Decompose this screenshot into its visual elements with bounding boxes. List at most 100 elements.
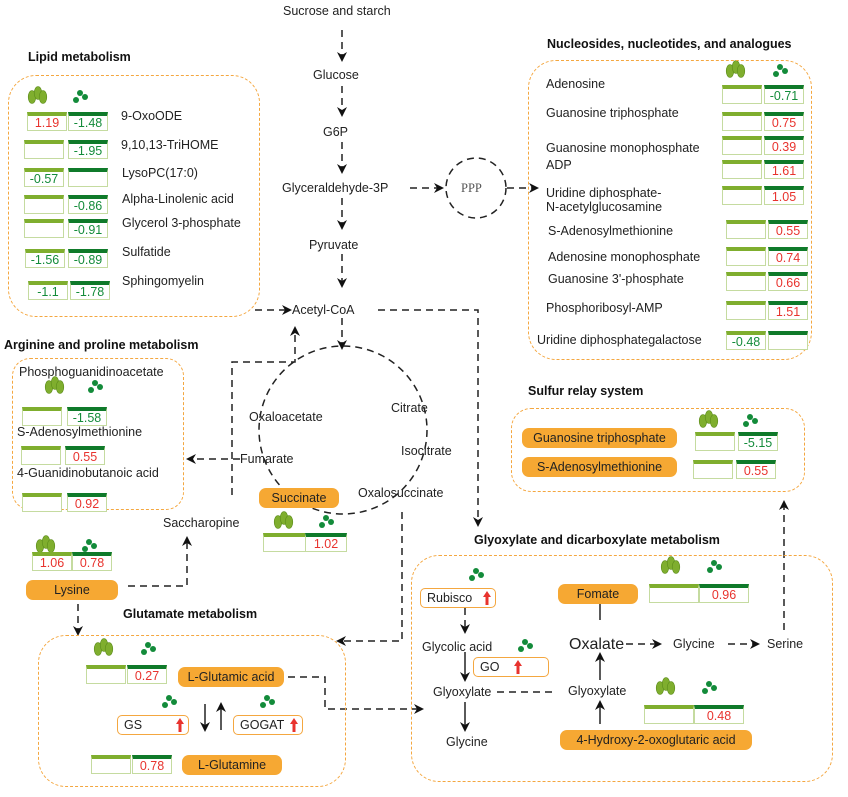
glutamate-title: Glutamate metabolism [123,607,258,621]
insect-icon [660,556,681,574]
sulfur-box [511,408,805,492]
nucleosides-box [528,60,812,360]
green-dots-icon [702,681,717,694]
node-l-glutamine: L-Glutamine [182,755,282,775]
nucleoside-value-col2: 0.66 [768,272,808,291]
nucleoside-value-col2: 0.75 [764,112,804,131]
nucleoside-metabolite: Guanosine triphosphate [546,106,679,120]
lipid-value-col1: -0.57 [24,168,64,187]
lipid-value-col1: -1.56 [25,249,65,268]
arrow-glutamate-glyoxylate [288,676,424,714]
nucleoside-metabolite: Guanosine monophosphate [546,141,700,155]
arginine-metabolite: S-Adenosylmethionine [17,425,143,439]
lipid-value-col2 [68,168,108,187]
nucleoside-metabolite: Adenosine monophosphate [548,250,701,264]
node-glucose: Glucose [313,68,359,82]
arrow-tca-glutamate [336,512,403,646]
fomate-col1 [649,584,699,603]
node-glyceraldehyde-3p: Glyceraldehyde-3P [282,181,389,195]
node-oxaloacetate: Oxaloacetate [249,410,323,424]
node-lysine: Lysine [26,580,118,600]
nucleoside-metabolite: ADP [546,158,572,172]
glutamine-col1 [91,755,131,774]
node-fumarate: Fumarate [240,452,294,466]
nucleoside-metabolite: S-Adenosylmethionine [548,224,674,238]
insect-icon [655,677,676,695]
lipid-value-col2: -0.86 [68,195,108,214]
lipid-value-col2: -1.48 [68,112,108,131]
nucleoside-value-col2: 0.39 [764,136,804,155]
green-dots-icon [518,639,533,652]
nucleoside-value-col2: 0.74 [768,247,808,266]
enzyme-rubisco: Rubisco [420,588,496,608]
nucleoside-value-col2: 1.51 [768,301,808,320]
insect-icon [725,60,746,78]
fomate-col2: 0.96 [699,584,749,603]
insect-icon [273,511,294,529]
nucleoside-value-col1 [726,220,766,239]
arginine-value-col2: 0.92 [67,493,107,512]
nucleoside-value-col2: 0.55 [768,220,808,239]
lipid-value-col2: -1.95 [68,140,108,159]
node-isocitrate: Isocitrate [401,444,452,458]
arginine-value-col1 [22,407,62,426]
green-dots-icon [73,90,88,103]
sulfur-sam-col2: 0.55 [736,460,776,479]
enzyme-gs: GS [117,715,189,735]
nucleoside-metabolite: Guanosine 3'-phosphate [548,272,684,286]
hydroxy-col2: 0.48 [694,705,744,724]
nucleoside-value-col1 [722,112,762,131]
lipid-value-col1 [24,195,64,214]
node-glyoxylate-2: Glyoxylate [568,684,627,698]
node-serine: Serine [767,637,804,651]
sulfur-gtp-col2: -5.15 [738,432,778,451]
node-fomate: Fomate [558,584,638,604]
node-oxalosuccinate: Oxalosuccinate [358,486,444,500]
nucleoside-metabolite: Uridine diphosphategalactose [537,333,702,347]
lipid-title: Lipid metabolism [28,50,131,64]
arginine-value-col2: -1.58 [67,407,107,426]
node-g6p: G6P [323,125,349,139]
node-sucrose-starch: Sucrose and starch [283,4,391,18]
sulfur-title: Sulfur relay system [528,384,644,398]
nucleoside-value-col1 [722,85,762,104]
up-arrow-icon [483,591,491,605]
sulfur-node-gtp: Guanosine triphosphate [522,428,677,448]
nucleosides-title: Nucleosides, nucleotides, and analogues [547,37,792,51]
arginine-metabolite: 4-Guanidinobutanoic acid [17,466,159,480]
sulfur-gtp-col1 [695,432,735,451]
lipid-value-col2: -0.89 [68,249,108,268]
nucleoside-value-col1 [722,186,762,205]
lipid-box [8,75,260,317]
node-4-hydroxy-2-oxoglutaric-acid: 4-Hydroxy-2-oxoglutaric acid [560,730,752,750]
glyoxylate-box [411,555,833,782]
green-dots-icon [141,642,156,655]
arrow-lysine-saccharopine [128,536,192,587]
node-ppp: PPP [461,181,482,195]
enzyme-gogat-label: GOGAT [240,718,285,732]
node-citrate: Citrate [391,401,428,415]
nucleoside-value-col1 [722,160,762,179]
lipid-value-col1: 1.19 [27,112,67,131]
nucleoside-value-col2: -0.71 [764,85,804,104]
node-glycine-2: Glycine [673,637,715,651]
up-arrow-icon [514,660,522,674]
node-acetyl-coa: Acetyl-CoA [292,303,355,317]
glyoxylate-title: Glyoxylate and dicarboxylate metabolism [474,533,720,547]
insect-icon [93,638,114,656]
nucleoside-value-col2: 1.05 [764,186,804,205]
glutamic-col1 [86,665,126,684]
enzyme-go-label: GO [480,660,500,674]
green-dots-icon [162,695,177,708]
ppp-circle [445,157,507,219]
green-dots-icon [82,539,97,552]
arginine-metabolite: Phosphoguanidinoacetate [19,365,164,379]
nucleoside-metabolite: Adenosine [546,77,606,91]
nucleoside-value-col2 [768,331,808,350]
green-dots-icon [743,414,758,427]
nucleoside-metabolite: Phosphoribosyl-AMP [546,301,663,315]
nucleoside-value-col1 [726,272,766,291]
lysine-value-col2: 0.78 [72,552,112,571]
